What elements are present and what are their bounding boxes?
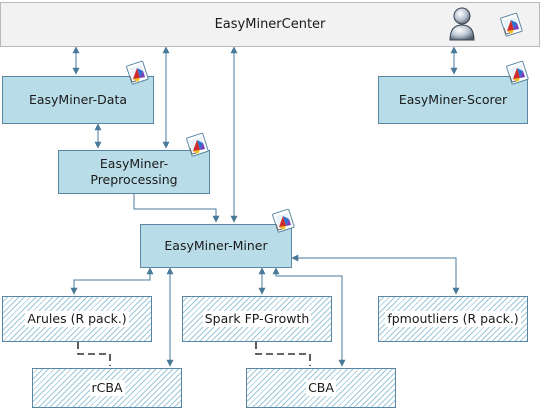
- edge-miner-arules: [70, 267, 154, 295]
- fpmoutliers-node: fpmoutliers (R pack.): [378, 296, 528, 342]
- app-window-icon: [126, 60, 149, 85]
- easyminer-center-label: EasyMinerCenter: [214, 16, 326, 32]
- rcba-node: rCBA: [32, 368, 182, 408]
- dependency-spark-cba: [255, 342, 311, 366]
- easyminer-miner-label: EasyMiner-Miner: [164, 238, 268, 253]
- easyminer-preprocessing-node: EasyMiner- Preprocessing: [58, 150, 210, 194]
- easyminer-data-label: EasyMiner-Data: [28, 92, 128, 107]
- cba-label: CBA: [306, 380, 336, 396]
- spark-fp-growth-label: Spark FP-Growth: [202, 311, 312, 327]
- easyminer-preprocessing-label-line1: EasyMiner-: [99, 156, 169, 171]
- easyminer-miner-node: EasyMiner-Miner: [140, 224, 292, 268]
- edge-preprocessing-miner: [133, 194, 220, 223]
- arules-label: Arules (R pack.): [25, 311, 129, 327]
- edge-miner-fpmoutliers: [291, 254, 460, 295]
- app-window-icon: [500, 12, 523, 37]
- easyminer-preprocessing-label-line2: Preprocessing: [90, 172, 178, 187]
- fpmoutliers-label: fpmoutliers (R pack.): [385, 311, 521, 327]
- arules-node: Arules (R pack.): [2, 296, 152, 342]
- dependency-arules-rcba: [77, 342, 111, 366]
- spark-fp-growth-node: Spark FP-Growth: [182, 296, 332, 342]
- app-window-icon: [186, 132, 209, 157]
- easyminer-data-node: EasyMiner-Data: [2, 76, 154, 124]
- app-window-icon: [272, 208, 295, 233]
- easyminer-scorer-label: EasyMiner-Scorer: [398, 92, 508, 107]
- user-icon: [449, 7, 475, 41]
- rcba-label: rCBA: [89, 380, 125, 396]
- cba-node: CBA: [246, 368, 396, 408]
- easyminer-scorer-node: EasyMiner-Scorer: [378, 76, 528, 124]
- app-window-icon: [506, 60, 529, 85]
